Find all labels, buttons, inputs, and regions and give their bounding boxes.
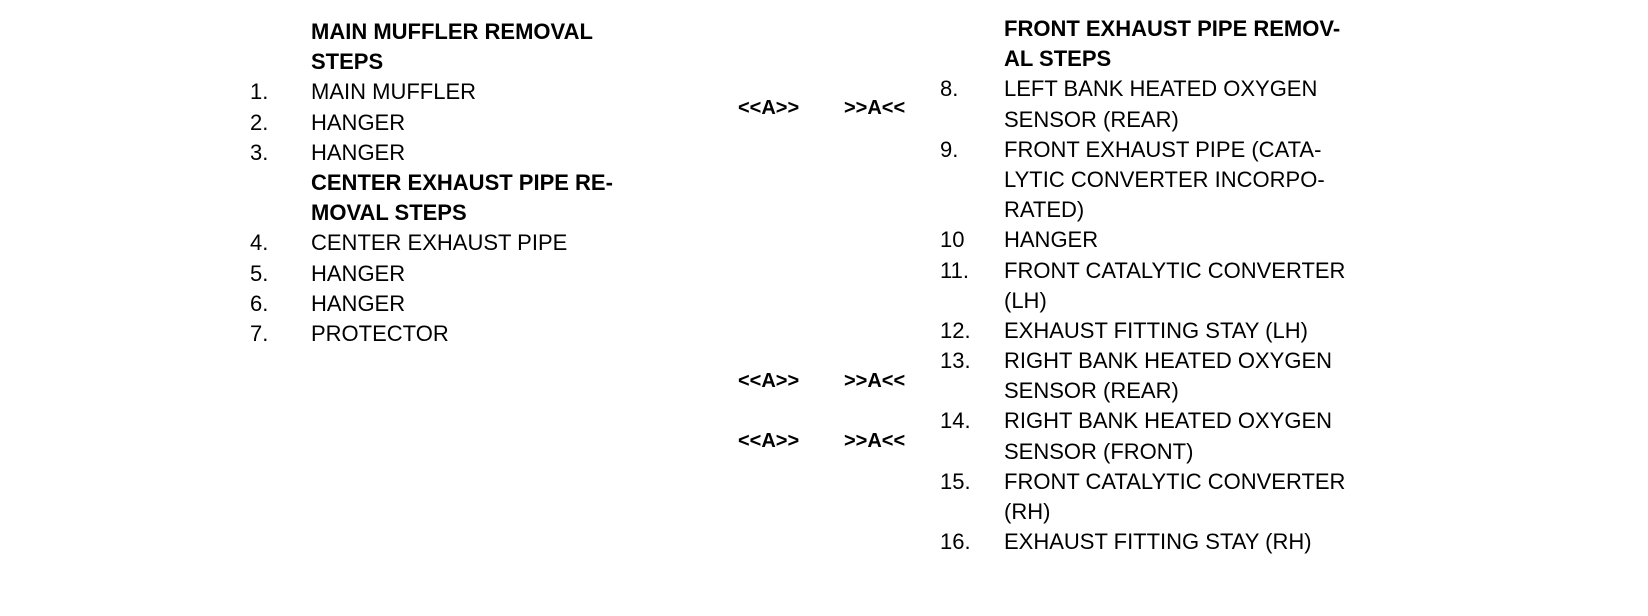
item-text: (RH) [1004, 499, 1051, 524]
item-text: LEFT BANK HEATED OXYGEN [1004, 76, 1318, 102]
item-number: 13. [940, 348, 971, 374]
item-number: 8. [940, 76, 959, 102]
list-item: 3. HANGER [250, 138, 710, 168]
list-item-continuation: (LH) [940, 286, 1410, 316]
list-item: 4. CENTER EXHAUST PIPE [250, 228, 710, 258]
item-text: EXHAUST FITTING STAY (LH) [1004, 317, 1308, 343]
section-heading: FRONT EXHAUST PIPE REMOV- [940, 14, 1410, 44]
item-text: RIGHT BANK HEATED OXYGEN [1004, 348, 1333, 374]
removal-ref-mark: <<A>> [738, 430, 800, 452]
item-text: HANGER [1004, 227, 1099, 253]
removal-ref-mark: <<A>> [738, 370, 800, 392]
item-number: 2. [250, 109, 269, 135]
item-text: FRONT CATALYTIC CONVERTER [1004, 257, 1346, 283]
item-number: 12. [940, 317, 971, 343]
section-heading: STEPS [250, 47, 710, 77]
item-text: SENSOR (REAR) [1004, 106, 1179, 132]
list-item: 13. RIGHT BANK HEATED OXYGEN [940, 346, 1410, 376]
heading-line: AL STEPS [1004, 46, 1112, 72]
list-item: 16. EXHAUST FITTING STAY (RH) [940, 527, 1410, 557]
item-number: 1. [250, 79, 269, 105]
section-heading: CENTER EXHAUST PIPE RE- [250, 168, 710, 198]
item-number: 9. [940, 136, 959, 162]
section-heading: MAIN MUFFLER REMOVAL [250, 17, 710, 47]
list-item: 7. PROTECTOR [250, 319, 710, 349]
list-item: 1. MAIN MUFFLER [250, 77, 710, 107]
item-text: FRONT CATALYTIC CONVERTER [1004, 468, 1346, 494]
heading-line: STEPS [311, 49, 384, 75]
list-item-continuation: RATED) [940, 195, 1410, 225]
item-text: RATED) [1004, 197, 1085, 223]
removal-ref-mark: <<A>> [738, 97, 800, 119]
list-item: 11. FRONT CATALYTIC CONVERTER [940, 256, 1410, 286]
item-text: PROTECTOR [311, 320, 449, 346]
item-number: 7. [250, 320, 269, 346]
left-column: MAIN MUFFLER REMOVAL STEPS 1. MAIN MUFFL… [250, 17, 710, 349]
heading-line: MAIN MUFFLER REMOVAL [311, 19, 593, 44]
item-text: EXHAUST FITTING STAY (RH) [1004, 529, 1312, 555]
item-text: HANGER [311, 290, 406, 316]
list-item-continuation: SENSOR (FRONT) [940, 437, 1410, 467]
item-number: 4. [250, 230, 269, 256]
right-column: FRONT EXHAUST PIPE REMOV- AL STEPS 8. LE… [940, 14, 1410, 557]
list-item-continuation: (RH) [940, 497, 1410, 527]
item-text: MAIN MUFFLER [311, 79, 476, 105]
list-item-continuation: LYTIC CONVERTER INCORPO- [940, 165, 1410, 195]
item-number: 10 [940, 227, 965, 253]
item-text: (LH) [1004, 287, 1047, 313]
item-number: 16. [940, 529, 971, 555]
item-number: 14. [940, 408, 971, 434]
list-item: 15. FRONT CATALYTIC CONVERTER [940, 467, 1410, 497]
item-text: HANGER [311, 139, 406, 165]
list-item: 8. LEFT BANK HEATED OXYGEN [940, 74, 1410, 104]
list-item-continuation: SENSOR (REAR) [940, 105, 1410, 135]
section-heading: MOVAL STEPS [250, 198, 710, 228]
item-text: HANGER [311, 260, 406, 286]
list-item: 14. RIGHT BANK HEATED OXYGEN [940, 406, 1410, 436]
list-item: 10 HANGER [940, 225, 1410, 255]
item-text: SENSOR (FRONT) [1004, 438, 1194, 464]
item-number: 15. [940, 468, 971, 494]
install-ref-mark: >>A<< [844, 370, 906, 392]
heading-line: FRONT EXHAUST PIPE REMOV- [1004, 16, 1341, 41]
list-item: 12. EXHAUST FITTING STAY (LH) [940, 316, 1410, 346]
section-heading: AL STEPS [940, 44, 1410, 74]
heading-line: MOVAL STEPS [311, 200, 467, 226]
list-item: 9. FRONT EXHAUST PIPE (CATA- [940, 135, 1410, 165]
item-text: SENSOR (REAR) [1004, 378, 1179, 404]
item-text: RIGHT BANK HEATED OXYGEN [1004, 408, 1333, 434]
heading-line: CENTER EXHAUST PIPE RE- [311, 169, 613, 195]
list-item-continuation: SENSOR (REAR) [940, 376, 1410, 406]
list-item: 6. HANGER [250, 289, 710, 319]
item-number: 6. [250, 290, 269, 316]
item-number: 3. [250, 139, 269, 165]
item-text: HANGER [311, 109, 406, 135]
item-text: CENTER EXHAUST PIPE [311, 230, 568, 256]
item-text: LYTIC CONVERTER INCORPO- [1004, 166, 1325, 192]
list-item: 2. HANGER [250, 108, 710, 138]
item-number: 5. [250, 260, 269, 286]
item-number: 11. [940, 257, 969, 283]
install-ref-mark: >>A<< [844, 430, 906, 452]
list-item: 5. HANGER [250, 259, 710, 289]
install-ref-mark: >>A<< [844, 97, 906, 119]
item-text: FRONT EXHAUST PIPE (CATA- [1004, 136, 1322, 162]
